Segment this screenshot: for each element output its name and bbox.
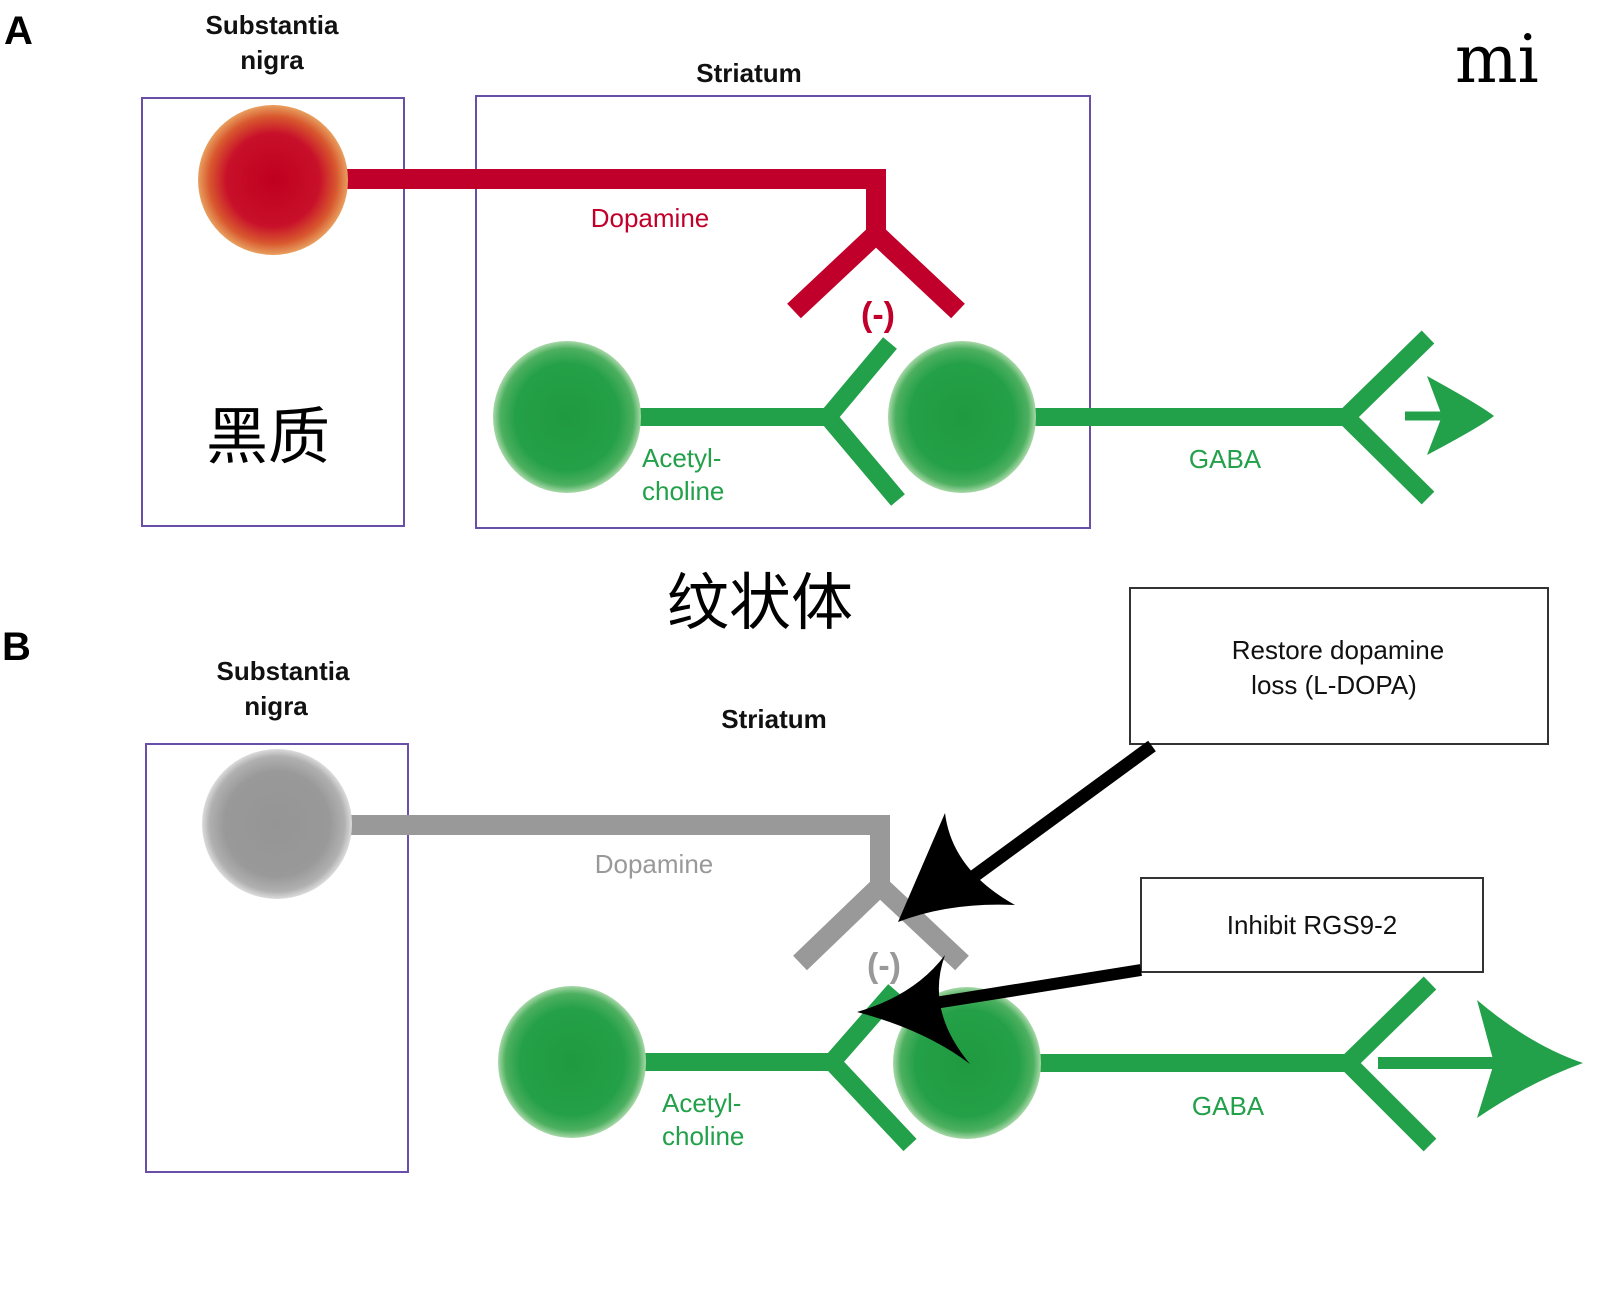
panel-a-dopamine-neuron — [198, 105, 348, 255]
panel-b-output-arrow-icon — [1378, 1000, 1583, 1118]
treatment-box-l-dopa-line1: Restore dopamine — [1232, 635, 1444, 665]
panel-a-dopamine-terminal — [787, 220, 965, 319]
panel-b-acetylcholine-label: Acetyl- — [662, 1088, 741, 1118]
panel-b-inhibition-symbol: (-) — [867, 947, 901, 985]
panel-b-acetylcholine-neuron — [498, 986, 646, 1138]
logo-text: mi — [1455, 21, 1539, 98]
panel-a-output-arrow-icon — [1405, 376, 1494, 455]
panel-b-dopamine-axon — [340, 815, 890, 887]
panel-b-striatum-title: Striatum — [721, 704, 826, 734]
panel-b-gaba-terminal — [1335, 976, 1437, 1152]
panel-b-substantia-nigra-title: Substantia — [217, 656, 350, 686]
logo: mi — [1455, 21, 1539, 98]
treatment-box-rgs9: Inhibit RGS9-2 — [1140, 877, 1484, 973]
panel-a-letter: A — [4, 9, 33, 53]
panel-b-substantia-nigra-title-2: nigra — [244, 691, 308, 721]
panel-a: A Substantia nigra Striatum 黑质 纹状体 Dopam… — [4, 9, 1494, 639]
panel-b-letter: B — [2, 625, 31, 669]
panel-b-gaba-label: GABA — [1192, 1091, 1265, 1121]
panel-b-acetylcholine-label-2: choline — [662, 1121, 744, 1151]
panel-a-striatum-title: Striatum — [696, 58, 801, 88]
panel-a-acetylcholine-neuron — [493, 341, 641, 493]
treatment-box-l-dopa: Restore dopamine loss (L-DOPA) — [1129, 587, 1549, 745]
panel-a-acetylcholine-label-2: choline — [642, 476, 724, 506]
panel-a-substantia-nigra-title: Substantia — [206, 10, 339, 40]
treatment-box-l-dopa-frame — [1129, 587, 1549, 745]
panel-b: B Substantia nigra Striatum Dopamine (-)… — [2, 587, 1583, 1173]
panel-a-striatum-region — [475, 95, 1091, 529]
panel-b-dopamine-terminal — [793, 872, 969, 971]
panel-a-acetylcholine-terminal — [816, 337, 905, 506]
l-dopa-target-arrow-icon — [898, 740, 1156, 922]
panel-a-substantia-nigra-title-2: nigra — [240, 45, 304, 75]
panel-a-gaba-terminal — [1333, 330, 1435, 505]
treatment-box-rgs9-frame — [1140, 877, 1484, 973]
treatment-box-rgs9-text: Inhibit RGS9-2 — [1227, 910, 1398, 940]
panel-b-substantia-nigra-region — [145, 743, 409, 1173]
rgs9-target-arrow-icon — [857, 955, 1142, 1064]
panel-a-substantia-nigra-region — [141, 97, 405, 527]
panel-a-gaba-label: GABA — [1189, 444, 1262, 474]
panel-a-acetylcholine-label: Acetyl- — [642, 443, 721, 473]
panel-a-substantia-nigra-cn-label: 黑质 — [206, 400, 330, 473]
panel-b-dopamine-neuron — [202, 749, 352, 899]
panel-a-inhibition-symbol: (-) — [861, 296, 895, 334]
panel-a-dopamine-label: Dopamine — [591, 203, 710, 233]
treatment-box-l-dopa-line2: loss (L-DOPA) — [1251, 670, 1417, 700]
panel-a-gaba-neuron — [888, 341, 1036, 493]
panel-b-dopamine-label: Dopamine — [595, 849, 714, 879]
panel-a-striatum-cn-label: 纹状体 — [667, 566, 853, 639]
